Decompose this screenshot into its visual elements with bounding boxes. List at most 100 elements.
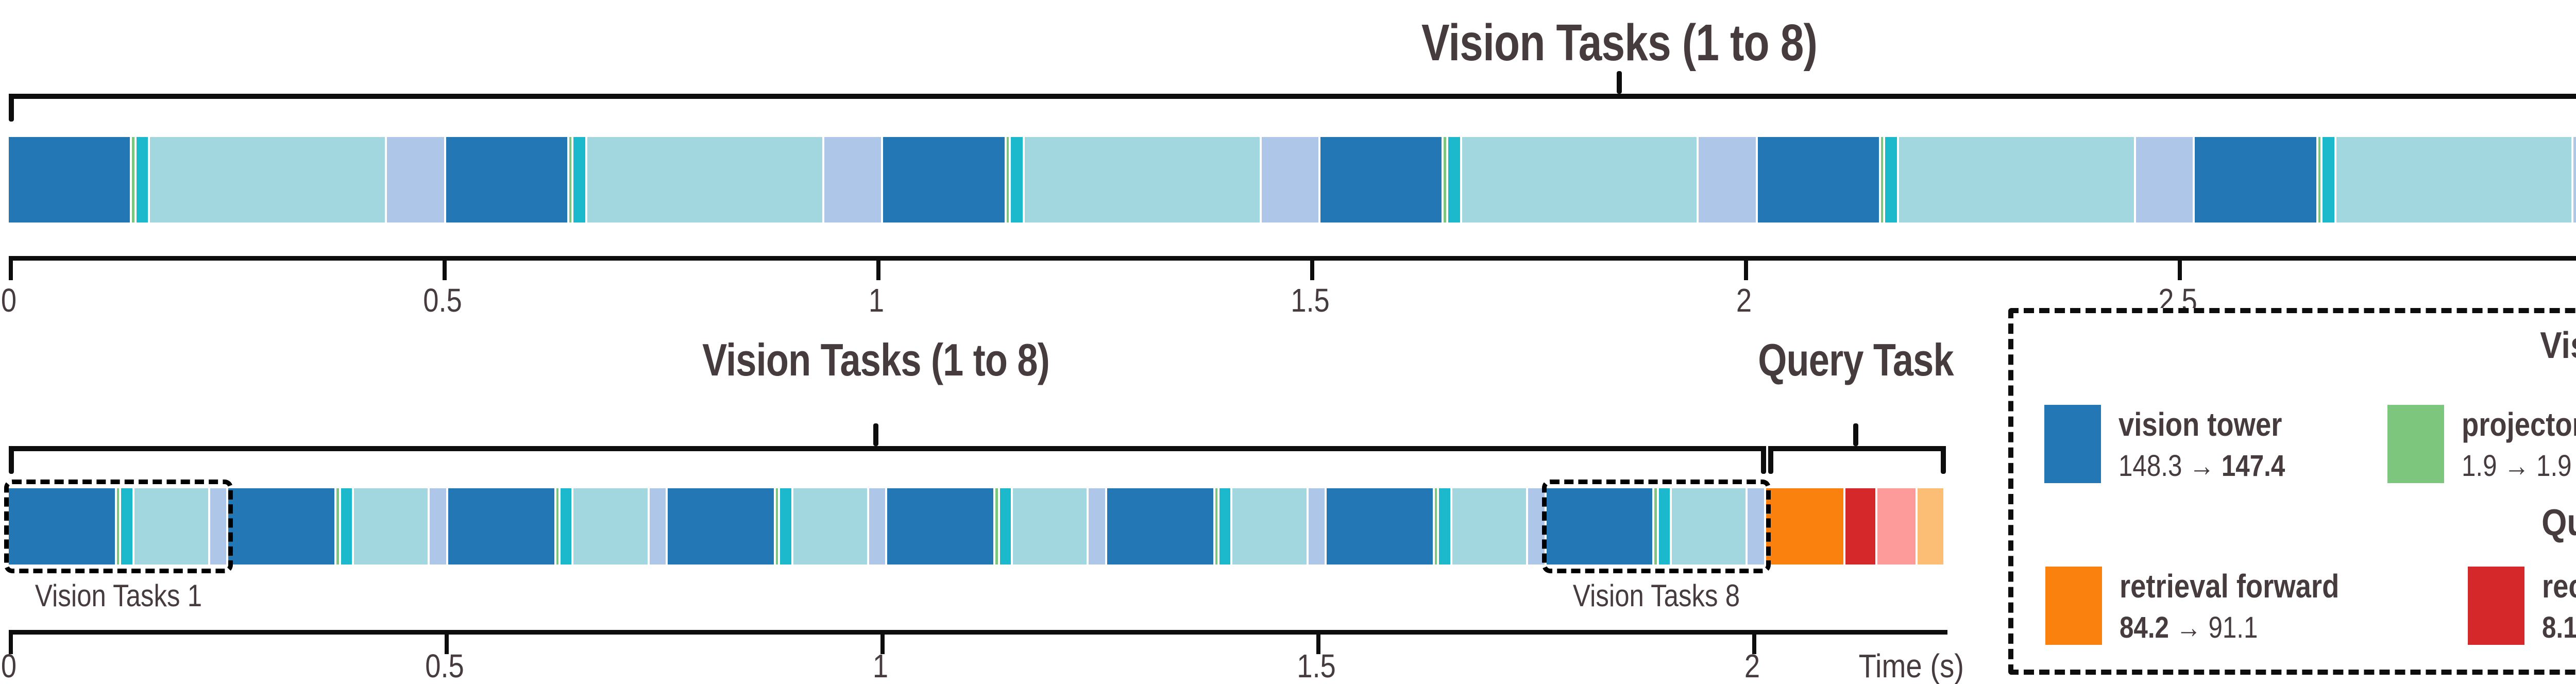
bar-segment-store-kv <box>2573 137 2576 223</box>
optimized-timeline-query-brace-title-tick <box>1853 423 1859 446</box>
legend-box: Vision Sub-Task Components Time (ms) Que… <box>2008 308 2576 675</box>
bar-segment-vision-tower <box>883 137 1007 223</box>
bar-segment-compress-features <box>1448 137 1462 223</box>
bar-segment-prefill-kv <box>1462 137 1699 223</box>
bar-segment-vision-tower <box>9 137 132 223</box>
bar-segment-store-kv <box>387 137 446 223</box>
optimized-timeline-axis-line <box>9 630 1947 635</box>
legend-vision-header: Vision Sub-Task Components Time (ms) <box>2540 325 2576 366</box>
bar-segment-compress-features <box>1219 488 1233 565</box>
bar-segment-prefill-kv <box>1232 488 1309 565</box>
baseline-timeline-axis-line <box>9 256 2576 261</box>
value-before: 84.2 <box>2120 611 2169 644</box>
bar-segment-prefill-kv <box>1024 137 1262 223</box>
bar-segment-store-kv <box>2136 137 2195 223</box>
optimized-timeline-axis-tick-label: 2 <box>1744 647 1760 684</box>
bar-segment-projector <box>2318 137 2323 223</box>
bar-segment-vision-tower <box>2195 137 2318 223</box>
bar-segment-store-kv <box>430 488 448 565</box>
top-vision-tasks-title: Vision Tasks (1 to 8) <box>1421 14 1818 72</box>
legend-item-values: 1.9→1.9 <box>2462 449 2576 483</box>
bar-segment-compress-features <box>560 488 574 565</box>
baseline-timeline-axis-tick <box>2178 261 2182 280</box>
optimized-timeline-vision-brace-left-tick <box>9 446 14 474</box>
bar-segment-generate-first-token <box>1877 488 1918 565</box>
bar-segment-prefill-kv <box>134 488 210 565</box>
vision-task-1-caption: Vision Tasks 1 <box>35 578 202 613</box>
bar-segment-retrieval-forward <box>1766 488 1845 565</box>
baseline-timeline-bar <box>9 137 2576 223</box>
bar-segment-store-kv <box>1699 137 1758 223</box>
bottom-vision-tasks-title: Vision Tasks (1 to 8) <box>702 334 1050 385</box>
bar-segment-vision-tower <box>1546 488 1655 565</box>
bar-segment-store-kv <box>824 137 884 223</box>
retrieval-forward-swatch-icon <box>2045 567 2102 645</box>
bar-segment-store-kv <box>1261 137 1321 223</box>
baseline-timeline-vision-brace-title-tick <box>1617 71 1622 94</box>
legend-item-values: 8.1→36.8 <box>2542 611 2576 645</box>
bar-segment-store-kv <box>1748 488 1766 565</box>
bar-segment-vision-tower <box>448 488 556 565</box>
bar-segment-projector <box>569 137 574 223</box>
bar-segment-projector <box>132 137 137 223</box>
bar-segment-reconstruct-kv <box>1845 488 1878 565</box>
reconstruct-kv-swatch-icon <box>2468 567 2524 645</box>
optimized-timeline-query-brace-left-tick <box>1768 446 1774 474</box>
legend-item-name: vision tower <box>2119 406 2282 443</box>
bar-segment-store-kv <box>869 488 888 565</box>
bar-segment-projector <box>1434 488 1439 565</box>
bar-segment-prefill-kv <box>573 488 650 565</box>
bar-segment-vision-tower <box>228 488 337 565</box>
value-after: 1.9 <box>2536 449 2572 483</box>
arrow-icon: → <box>2504 449 2530 483</box>
bar-segment-prefill-kv <box>1013 488 1089 565</box>
optimized-timeline-axis-tick <box>9 635 13 654</box>
bar-segment-projector <box>1444 137 1448 223</box>
bottom-axis-time-unit-label: Time (s) <box>1858 647 1964 684</box>
optimized-timeline-axis-tick-label: 1 <box>872 647 889 684</box>
optimized-timeline-axis-tick <box>1316 635 1320 654</box>
baseline-timeline-axis-tick <box>443 261 447 280</box>
bar-segment-projector <box>995 488 1000 565</box>
bar-segment-projector <box>1006 137 1011 223</box>
bar-segment-vision-tower <box>1757 137 1881 223</box>
highlight-box-vision-task-8 <box>1541 480 1771 573</box>
optimized-timeline-axis-tick-label: 0.5 <box>425 647 464 684</box>
bar-segment-prefill-kv <box>587 137 824 223</box>
optimized-timeline-query-brace-line <box>1768 446 1946 451</box>
baseline-timeline-axis-tick <box>876 261 880 280</box>
bar-segment-compress-features <box>136 137 150 223</box>
baseline-timeline-axis-tick <box>1310 261 1314 280</box>
optimized-timeline-axis-tick <box>880 635 885 654</box>
legend-item-values: 84.2→91.1 <box>2120 611 2339 645</box>
optimized-timeline-bar <box>9 488 1946 565</box>
bar-segment-prefill-kv <box>793 488 869 565</box>
bar-segment-prefill-kv <box>1452 488 1528 565</box>
bar-segment-compress-features <box>573 137 588 223</box>
bar-segment-projector <box>1654 488 1659 565</box>
bar-segment-compress-features <box>341 488 354 565</box>
bar-segment-compress-features <box>2322 137 2336 223</box>
bar-segment-vision-tower <box>887 488 996 565</box>
baseline-timeline-axis-tick-label: 1 <box>868 282 885 319</box>
legend-item-text: reconstruct kv8.1→36.8 <box>2542 567 2576 645</box>
value-before: 8.1 <box>2542 611 2576 644</box>
baseline-timeline-vision-brace-line <box>9 94 2576 99</box>
bar-segment-projector <box>1215 488 1220 565</box>
bar-segment-prefill-kv <box>353 488 430 565</box>
vision-task-8-caption: Vision Tasks 8 <box>1572 578 1740 613</box>
bottom-query-task-title: Query Task <box>1758 334 1954 385</box>
bar-segment-compress-features <box>121 488 134 565</box>
bar-segment-projector <box>1880 137 1886 223</box>
bar-segment-prefill-kv <box>150 137 387 223</box>
baseline-timeline-vision-brace-left-tick <box>9 94 14 122</box>
bar-segment-store-kv <box>1089 488 1107 565</box>
baseline-timeline-axis-tick-label: 0 <box>1 282 17 319</box>
bar-segment-vision-tower <box>1327 488 1435 565</box>
value-before: 1.9 <box>2462 449 2497 483</box>
optimized-timeline-vision-brace-title-tick <box>873 423 878 446</box>
